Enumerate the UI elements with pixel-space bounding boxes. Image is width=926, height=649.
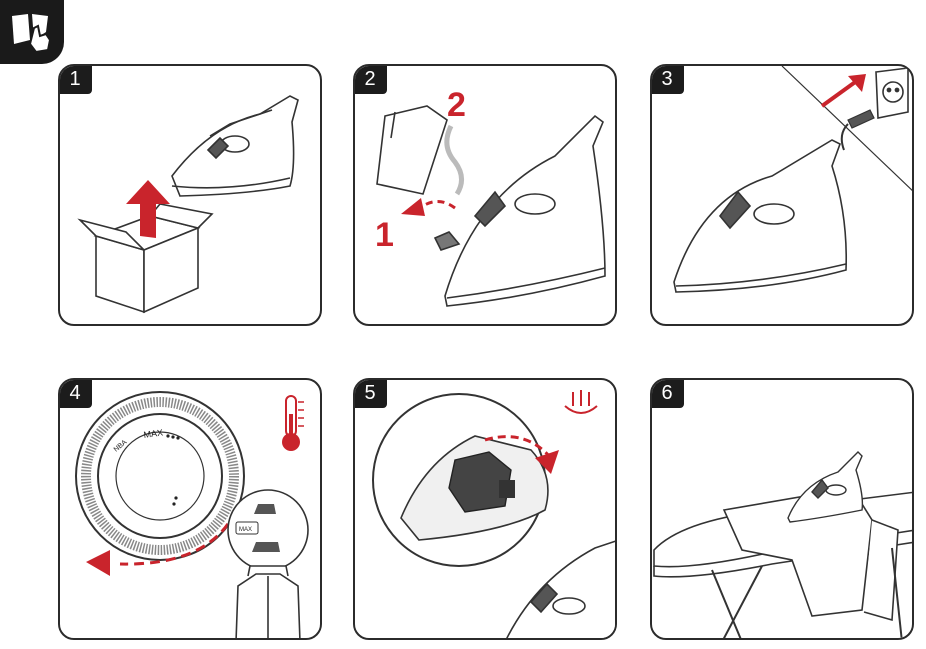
step-panel-2: 2 1 2	[353, 64, 617, 326]
step-panel-4: 4 MAX NBA MAX	[58, 378, 322, 640]
plug-in-illustration	[673, 66, 912, 293]
thermometer-icon	[282, 395, 304, 451]
temperature-dial-illustration: MAX NBA MAX	[75, 391, 309, 638]
bubble-label-max: MAX	[239, 527, 252, 533]
step-number: 2	[355, 66, 387, 94]
dial-label-max: MAX	[143, 427, 164, 440]
callout-2: 2	[447, 86, 466, 124]
step-number: 5	[355, 380, 387, 408]
step-number: 3	[652, 66, 684, 94]
remove-cap-illustration	[376, 105, 606, 307]
step-number: 1	[60, 66, 92, 94]
steam-icon	[564, 390, 598, 414]
unbox-iron-illustration	[77, 95, 299, 314]
callout-1: 1	[375, 216, 394, 254]
step-number: 6	[652, 380, 684, 408]
step-panel-3: 3	[650, 64, 914, 326]
step-panel-5: 5	[353, 378, 617, 640]
steam-dial-illustration	[372, 390, 615, 638]
ironing-board-illustration	[653, 451, 912, 638]
manual-logo-badge	[0, 0, 64, 64]
step-panel-1: 1	[58, 64, 322, 326]
step-number: 4	[60, 380, 92, 408]
wall-socket-icon	[875, 67, 909, 119]
book-hand-icon	[12, 14, 52, 54]
step-panel-6: 6	[650, 378, 914, 640]
